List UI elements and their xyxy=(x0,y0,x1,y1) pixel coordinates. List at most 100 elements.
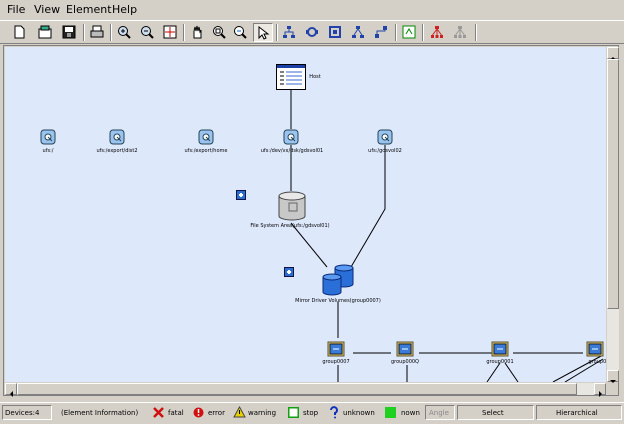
menu-help[interactable]: Help xyxy=(112,3,138,16)
print-button[interactable] xyxy=(88,23,108,42)
new-button[interactable] xyxy=(10,23,30,42)
disk-group-icon xyxy=(327,341,345,357)
known-square-icon xyxy=(385,407,396,418)
unknown-question-icon xyxy=(330,406,338,419)
ufs-node[interactable] xyxy=(109,129,125,149)
arrow-down-icon xyxy=(610,380,616,383)
arrow-left-icon xyxy=(10,391,13,397)
ufs-node[interactable] xyxy=(377,129,393,149)
select-arrow-icon xyxy=(258,26,270,40)
zoom-out-button[interactable] xyxy=(138,23,158,42)
select-mode-cell[interactable] xyxy=(457,405,534,420)
scroll-right-button[interactable] xyxy=(594,383,606,397)
warning-label: warning xyxy=(248,409,277,417)
vertical-scroll-thumb[interactable] xyxy=(607,59,619,309)
layout-2-button[interactable] xyxy=(303,23,323,42)
group-label: group0001 xyxy=(486,359,514,365)
disk-group-icon xyxy=(491,341,509,357)
toolbar xyxy=(0,20,624,44)
ufs-node[interactable] xyxy=(283,129,299,149)
ufs-node[interactable] xyxy=(198,129,214,149)
layout-5-icon xyxy=(375,26,387,38)
zoom-select-button[interactable] xyxy=(231,23,251,42)
zoom-region-icon xyxy=(213,26,226,39)
tree-red-icon xyxy=(431,26,443,38)
layout-3-button[interactable] xyxy=(326,23,346,42)
topology-canvas[interactable]: Host ufs:/ ufs:/export/dist2 ufs:/export… xyxy=(5,47,606,382)
select-mode-label: Select xyxy=(482,409,504,417)
status-bar: Devices:4 (Element Information) fatal er… xyxy=(0,402,624,423)
group-label: group000Q xyxy=(390,359,420,365)
select-arrow-button[interactable] xyxy=(253,23,273,42)
scroll-down-button[interactable] xyxy=(607,370,619,383)
open-button[interactable] xyxy=(36,23,56,42)
menu-file[interactable]: File xyxy=(7,3,26,16)
toolbar-separator xyxy=(276,24,278,41)
disk-cylinder-icon xyxy=(278,191,306,221)
ufs-node[interactable] xyxy=(40,129,56,149)
scroll-up-button[interactable] xyxy=(607,47,619,60)
group-label: group00 xyxy=(588,359,606,365)
horizontal-scrollbar[interactable] xyxy=(5,383,606,397)
host-label: Host xyxy=(309,74,321,80)
menu-view[interactable]: View xyxy=(34,3,61,16)
group-node[interactable] xyxy=(396,341,414,361)
filesystem-icon xyxy=(377,129,393,145)
fatal-label: fatal xyxy=(168,409,184,417)
group-node[interactable] xyxy=(327,341,345,361)
host-node[interactable] xyxy=(276,64,306,94)
filesystem-icon xyxy=(40,129,56,145)
vertical-scrollbar[interactable] xyxy=(607,47,619,383)
angle-cell[interactable] xyxy=(425,405,455,420)
expand-button[interactable] xyxy=(236,190,246,200)
devices-count: Devices:4 xyxy=(5,409,40,417)
save-button[interactable] xyxy=(60,23,80,42)
group-label: group0007 xyxy=(322,359,350,365)
mirror-volume-node[interactable] xyxy=(321,263,357,301)
toolbar-separator xyxy=(395,24,397,41)
zoom-select-icon xyxy=(234,26,247,39)
layout-3-icon xyxy=(329,26,341,38)
layout-mode-label: Hierarchical xyxy=(556,409,598,417)
tree-gray-button[interactable] xyxy=(451,23,471,42)
layout-mode-cell[interactable] xyxy=(536,405,622,420)
fit-button[interactable] xyxy=(161,23,181,42)
pan-button[interactable] xyxy=(188,23,208,42)
zoom-region-button[interactable] xyxy=(210,23,230,42)
layout-4-button[interactable] xyxy=(349,23,369,42)
refresh-button[interactable] xyxy=(400,23,420,42)
layout-1-icon xyxy=(283,26,295,38)
horizontal-scroll-thumb[interactable] xyxy=(17,383,577,395)
zoom-in-icon xyxy=(118,26,131,39)
layout-1-button[interactable] xyxy=(280,23,300,42)
layout-4-icon xyxy=(352,26,364,38)
disk-group-icon xyxy=(396,341,414,357)
filesystem-area-node[interactable] xyxy=(277,191,307,225)
element-info-label: (Element Information) xyxy=(61,409,139,417)
ufs-label: ufs:/export/home xyxy=(184,148,228,154)
error-circle-icon xyxy=(193,407,204,418)
known-label: nown xyxy=(401,409,420,417)
fit-icon xyxy=(163,25,177,39)
refresh-icon xyxy=(402,25,416,39)
layout-5-button[interactable] xyxy=(372,23,392,42)
connection-lines xyxy=(290,89,604,382)
menu-element[interactable]: Element xyxy=(66,3,112,16)
toolbar-separator xyxy=(83,24,85,41)
toolbar-separator xyxy=(475,24,477,41)
group-node[interactable] xyxy=(491,341,509,361)
save-icon xyxy=(62,25,76,39)
new-icon xyxy=(14,25,25,39)
toolbar-separator xyxy=(183,24,185,41)
expand-button[interactable] xyxy=(284,267,294,277)
tree-red-button[interactable] xyxy=(428,23,448,42)
group-node[interactable] xyxy=(586,341,604,361)
zoom-in-button[interactable] xyxy=(115,23,135,42)
menu-bar: File View Element Help xyxy=(0,0,624,20)
filesystem-icon xyxy=(283,129,299,145)
toolbar-separator xyxy=(110,24,112,41)
toolbar-separator xyxy=(422,24,424,41)
scroll-left-button[interactable] xyxy=(5,383,17,397)
unknown-label: unknown xyxy=(343,409,375,417)
ufs-label: ufs:/dev/vx/dsk/gdsvol01 xyxy=(260,148,324,154)
